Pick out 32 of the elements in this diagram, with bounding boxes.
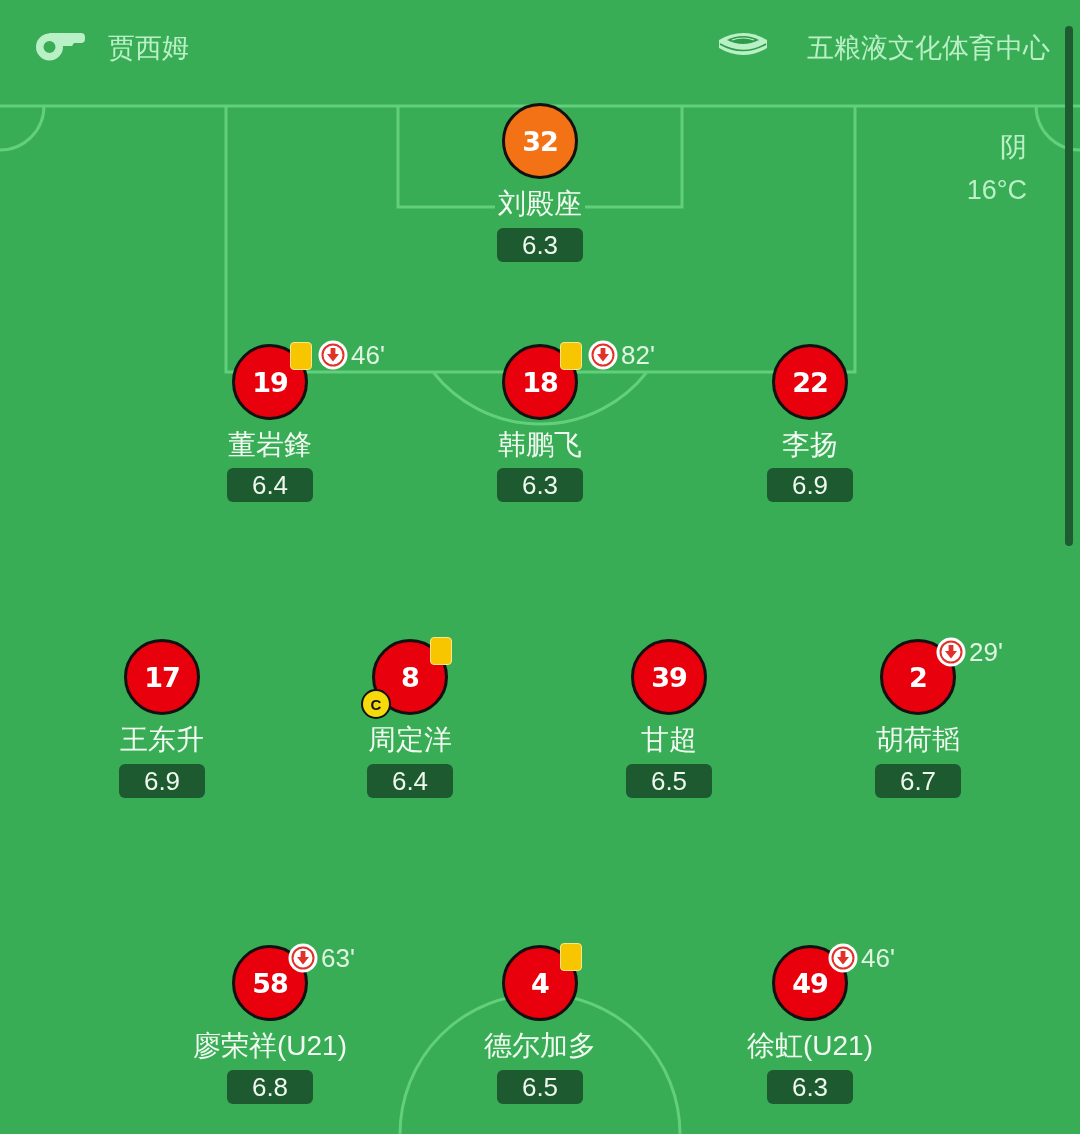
substitution-minute: 63' xyxy=(321,943,355,973)
player-circle: 2 xyxy=(880,639,956,715)
substitution-minute: 46' xyxy=(351,340,385,370)
player-circle: 22 xyxy=(772,344,848,420)
player-circle: 32 xyxy=(502,103,578,179)
captain-badge: C xyxy=(361,689,391,719)
player-circle: 18 xyxy=(502,344,578,420)
player-circle: 19 xyxy=(232,344,308,420)
rating-box: 6.3 xyxy=(497,468,583,502)
rating-box: 6.9 xyxy=(767,468,853,502)
rating-box: 6.4 xyxy=(227,468,313,502)
venue-name: 五粮液文化体育中心 xyxy=(807,32,1050,64)
temperature-text: 16°C xyxy=(966,174,1027,206)
rating-box: 6.9 xyxy=(119,764,205,798)
rating-box: 6.4 xyxy=(367,764,453,798)
rating-box: 6.7 xyxy=(875,764,961,798)
weather-text: 阴 xyxy=(1000,131,1027,163)
rating-box: 6.3 xyxy=(497,228,583,262)
referee-name: 贾西姆 xyxy=(108,32,189,64)
player-circle: 39 xyxy=(631,639,707,715)
substitution-minute: 46' xyxy=(861,943,895,973)
substitution-minute: 29' xyxy=(969,637,1003,667)
player-circle: 4 xyxy=(502,945,578,1021)
player-circle: 49 xyxy=(772,945,848,1021)
rating-box: 6.5 xyxy=(497,1070,583,1104)
player-circle: 17 xyxy=(124,639,200,715)
substitution-minute: 82' xyxy=(621,340,655,370)
rating-box: 6.3 xyxy=(767,1070,853,1104)
player-circle: 58 xyxy=(232,945,308,1021)
rating-box: 6.5 xyxy=(626,764,712,798)
player-name: 刘殿座 xyxy=(495,188,585,220)
rating-box: 6.8 xyxy=(227,1070,313,1104)
